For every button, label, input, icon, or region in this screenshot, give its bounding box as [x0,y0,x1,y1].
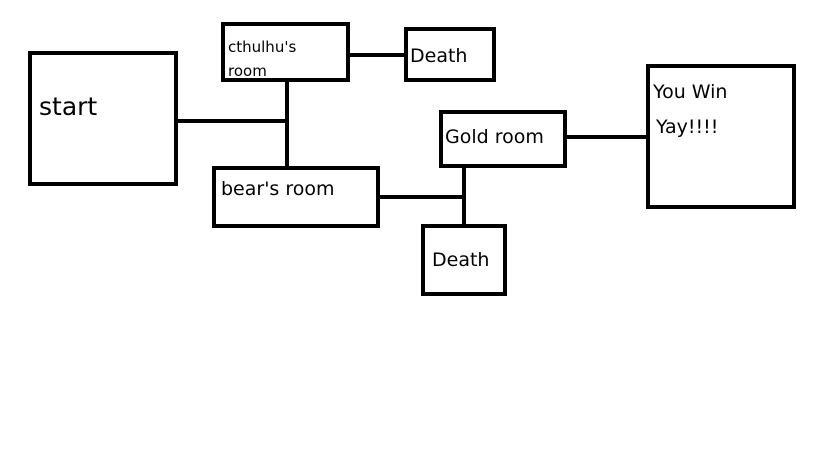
death-top-label: Death [410,45,468,67]
bears-room-box: bear's room [212,166,380,228]
win-label-line2: Yay!!!! [656,116,719,138]
bears-room-label: bear's room [221,178,335,200]
gold-room-box: Gold room [439,110,567,168]
death-bottom-label: Death [432,249,490,271]
death-bottom-box: Death [421,224,507,296]
gold-room-label: Gold room [445,126,544,148]
start-room-box: start [28,51,178,186]
cthulhu-room-label-line2: room [228,62,267,80]
cthulhu-room-box: cthulhu's room [221,22,350,82]
death-top-box: Death [404,27,496,82]
start-label: start [39,92,98,121]
cthulhu-room-label-line1: cthulhu's [228,38,297,56]
win-room-box: You Win Yay!!!! [646,64,796,209]
win-label-line1: You Win [653,81,728,103]
